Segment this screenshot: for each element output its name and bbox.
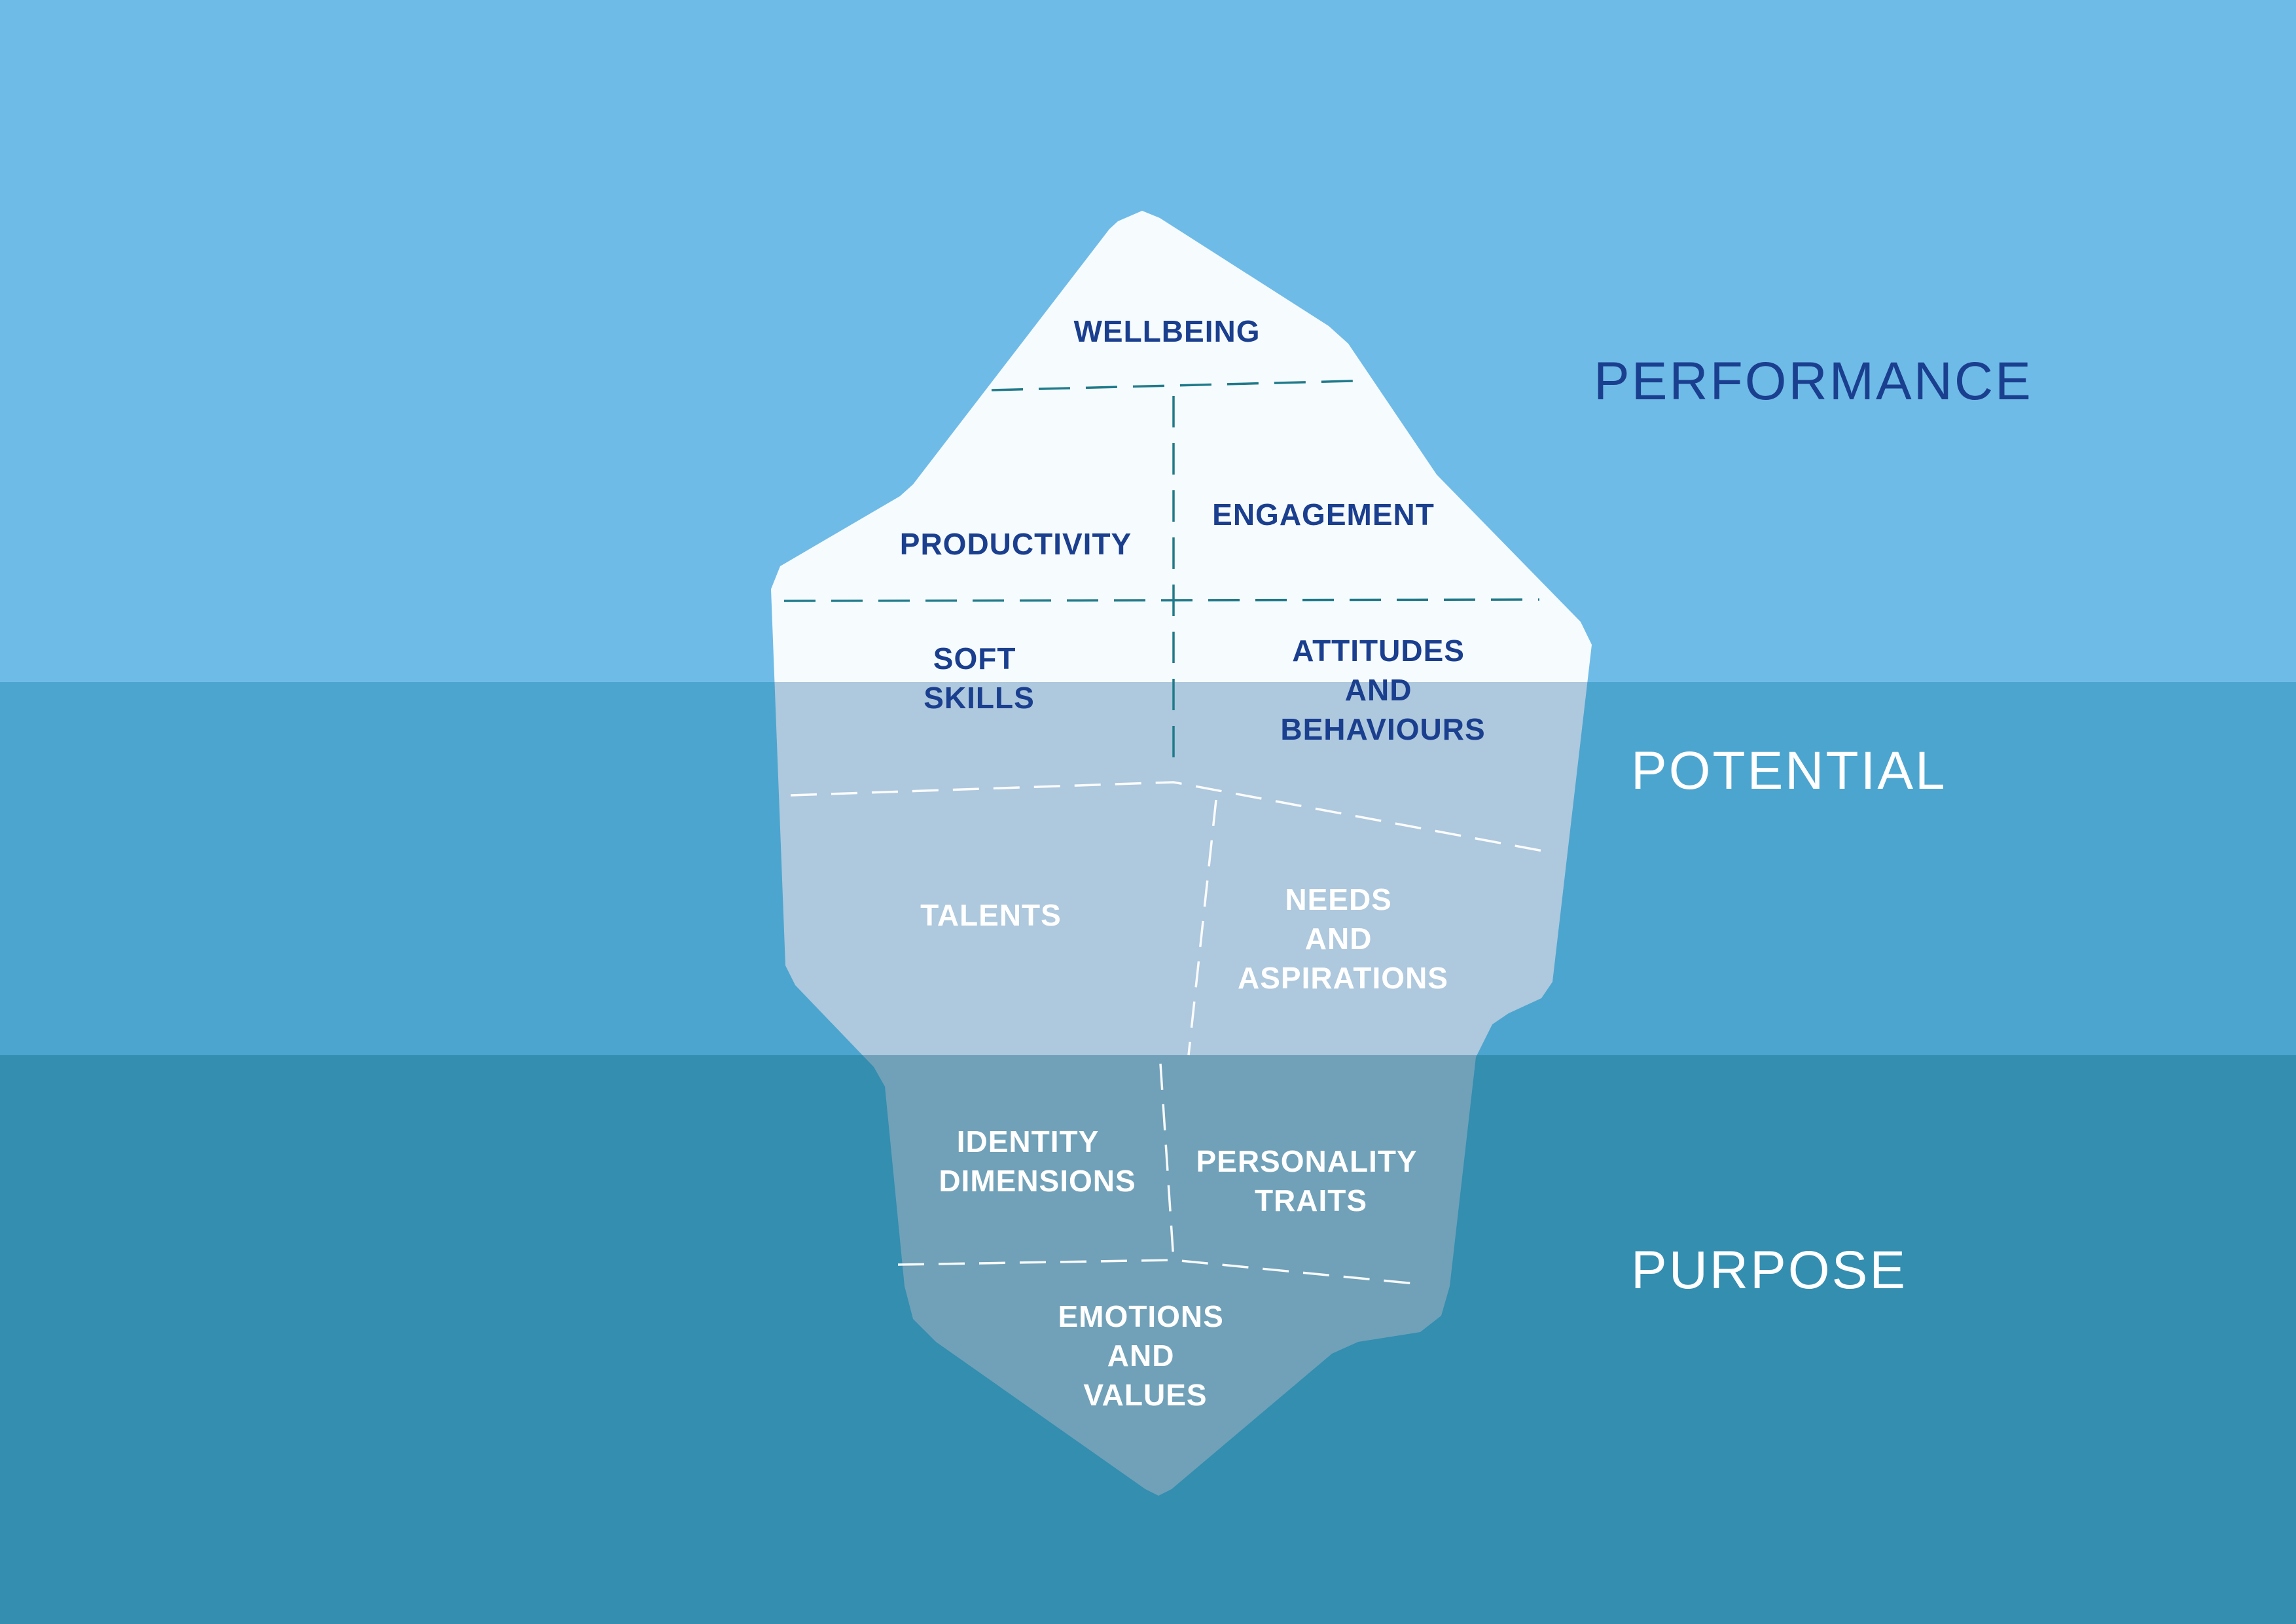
divider-needs-left (1187, 799, 1217, 1056)
segment-talents: TALENTS (920, 898, 1062, 932)
segment-identity-dimensions: IDENTITY DIMENSIONS (939, 1125, 1136, 1198)
segment-engagement: ENGAGEMENT (1212, 497, 1435, 532)
iceberg-middle-depth (771, 682, 1592, 1055)
segment-personality-traits: PERSONALITY TRAITS (1196, 1144, 1426, 1218)
divider-emotions-top (897, 1259, 1422, 1286)
zone-potential: POTENTIAL (1631, 741, 1947, 801)
divider-wellbeing (991, 380, 1354, 391)
divider-identity-mid (1159, 1063, 1175, 1261)
segment-wellbeing: WELLBEING (1074, 314, 1261, 348)
zone-performance: PERFORMANCE (1594, 352, 2033, 411)
divider-talents-top (790, 781, 1551, 854)
segment-emotions-values: EMOTIONS AND VALUES (1058, 1299, 1232, 1412)
divider-productivity (783, 598, 1540, 602)
segment-soft-skills: SOFT SKILLS (924, 641, 1035, 715)
zone-purpose: PURPOSE (1631, 1240, 1907, 1300)
segment-productivity: PRODUCTIVITY (900, 527, 1132, 561)
segment-needs-aspirations: NEEDS AND ASPIRATIONS (1238, 882, 1448, 995)
segment-attitudes-behaviours: ATTITUDES AND BEHAVIOURS (1280, 634, 1485, 746)
